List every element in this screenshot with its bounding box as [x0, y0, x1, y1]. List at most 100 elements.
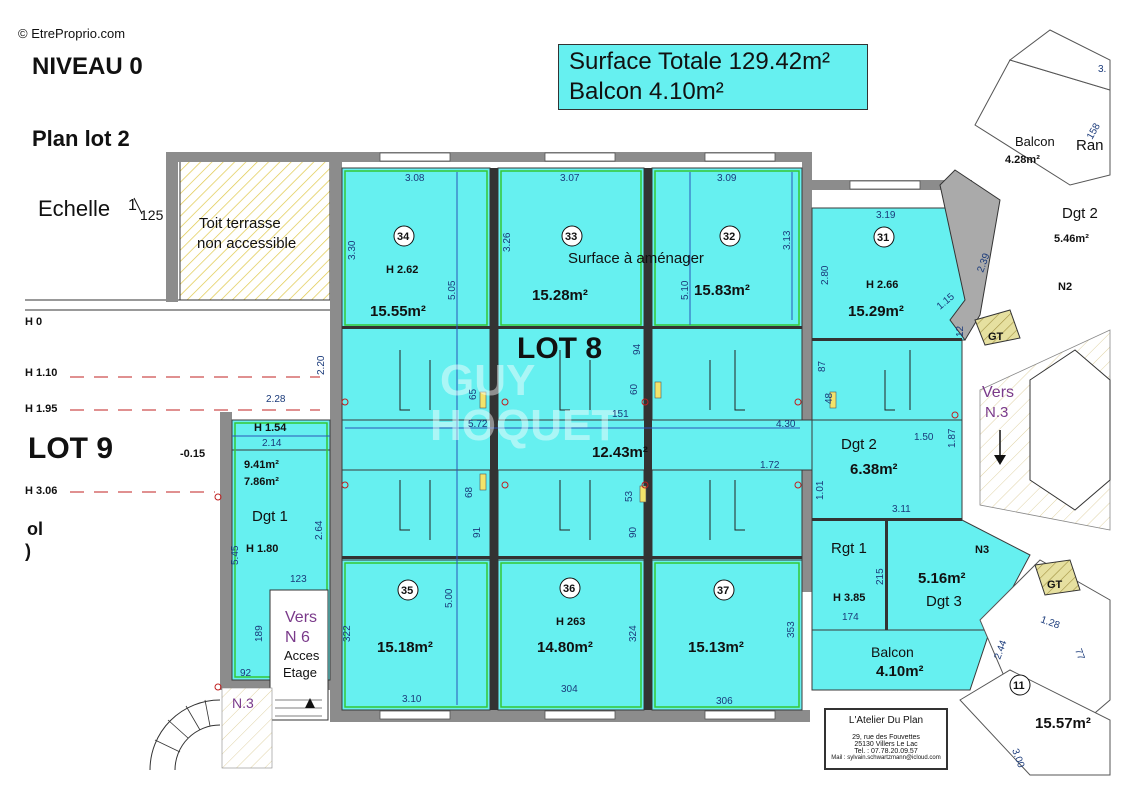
rooms [231, 167, 1031, 711]
room-31-height: H 2.66 [866, 279, 898, 291]
lot-8-label: LOT 8 [517, 332, 602, 365]
stamp-company: L'Atelier Du Plan [848, 715, 924, 726]
stairs-left-vers: Vers [285, 609, 317, 626]
svg-text:3.19: 3.19 [876, 210, 896, 221]
svg-text:2.64: 2.64 [314, 520, 325, 540]
stairs-left-etage: Etage [283, 665, 317, 680]
left-area1: 9.41m² [244, 459, 279, 471]
svg-text:324: 324 [628, 625, 639, 642]
terrace-line2: non accessible [197, 235, 296, 252]
svg-text:1.01: 1.01 [815, 480, 826, 500]
svg-text:92: 92 [240, 668, 252, 679]
terrace-line1: Toit terrasse [199, 215, 281, 232]
image-watermark: © EtreProprio.com [18, 26, 125, 41]
left-h195: H 1.95 [25, 403, 57, 415]
svg-text:3.26: 3.26 [502, 232, 513, 252]
room-33 [497, 167, 645, 329]
svg-text:3.13: 3.13 [782, 230, 793, 250]
svg-text:2.20: 2.20 [316, 355, 327, 375]
right-gt2: GT [1047, 579, 1063, 591]
svg-text:3.07: 3.07 [560, 173, 580, 184]
total-surface: Surface Totale 129.42m² [569, 48, 831, 75]
right-gt1: GT [988, 331, 1004, 343]
right-balcon: Balcon [1015, 134, 1055, 149]
svg-text:3.10: 3.10 [402, 694, 422, 705]
balcony-bottom [811, 629, 991, 691]
stamp-mail: Mail : sylvain.schwartzmann@icloud.com [831, 755, 941, 761]
left-h110: H 1.10 [25, 367, 57, 379]
right-balcon-area: 4.28m² [1005, 154, 1040, 166]
room-34-area: 15.55m² [370, 303, 426, 320]
architect-stamp: L'Atelier Du Plan 29, rue des Fouvettes … [824, 708, 948, 770]
right-n2: N2 [1058, 281, 1072, 293]
svg-text:151: 151 [612, 409, 629, 420]
corridor-area: 12.43m² [592, 444, 648, 461]
svg-text:90: 90 [628, 526, 639, 538]
svg-text:3.: 3. [1098, 64, 1106, 75]
right-n3: N3 [975, 544, 989, 556]
stamp-tel: Tel. : 07.78.20.09.57 [854, 748, 918, 755]
rgt-1 [811, 519, 888, 631]
red-level-lines [70, 376, 320, 493]
stairs-left-level: N 6 [285, 629, 310, 646]
dgt3-area: 5.16m² [918, 570, 966, 587]
svg-text:3.30: 3.30 [347, 240, 358, 260]
room-11-number: 11 [1013, 680, 1025, 692]
svg-text:12: 12 [955, 325, 966, 337]
left-h0: H 0 [25, 316, 42, 328]
svg-text:174: 174 [842, 612, 859, 623]
watermark-guy: GUY [440, 356, 535, 405]
left-ol: ol [27, 519, 43, 539]
rgt1-height: H 3.85 [833, 592, 865, 604]
svg-text:215: 215 [875, 568, 886, 585]
stairs-right-vers: Vers [982, 384, 1014, 401]
svg-text:5.05: 5.05 [447, 280, 458, 300]
stamp-city: 25130 Villers Le Lac [854, 741, 918, 748]
room-34-height: H 2.62 [386, 264, 418, 276]
room-32-area: 15.83m² [694, 282, 750, 299]
svg-text:60: 60 [629, 383, 640, 395]
room-37-area: 15.13m² [688, 639, 744, 656]
svg-text:48: 48 [824, 392, 835, 404]
room-33-number: 33 [565, 231, 577, 243]
stairs-left-acces: Acces [284, 648, 320, 663]
svg-text:2.28: 2.28 [266, 394, 286, 405]
scale-numerator: 1 [128, 197, 137, 214]
dimension-lines [232, 172, 800, 705]
scale-label: Echelle [38, 196, 110, 221]
balcony-surface: Balcon 4.10m² [569, 78, 724, 105]
svg-text:53: 53 [624, 490, 635, 502]
svg-text:68: 68 [464, 486, 475, 498]
svg-text:353: 353 [786, 621, 797, 638]
room-34 [341, 167, 491, 329]
svg-text:5.00: 5.00 [444, 588, 455, 608]
dgt2-name: Dgt 2 [841, 436, 877, 453]
dgt2-area: 6.38m² [850, 461, 898, 478]
svg-text:1.72: 1.72 [760, 460, 780, 471]
room-35-number: 35 [401, 585, 413, 597]
room-34-number: 34 [397, 231, 410, 243]
svg-text:3.09: 3.09 [717, 173, 737, 184]
right-ran: Ran [1076, 137, 1104, 154]
watermark-hoquet: HOQUET [430, 401, 618, 450]
lot-9-label: LOT 9 [28, 432, 113, 465]
left-minus: -0.15 [180, 448, 205, 460]
svg-text:91: 91 [472, 526, 483, 538]
svg-text:306: 306 [716, 696, 733, 707]
scale-denominator: 125 [140, 207, 164, 223]
surface-summary-box: Surface Totale 129.42m² Balcon 4.10m² [558, 44, 868, 110]
svg-text:1.87: 1.87 [947, 428, 958, 448]
dgt3-name: Dgt 3 [926, 593, 962, 610]
svg-text:87: 87 [817, 360, 828, 372]
rgt1-name: Rgt 1 [831, 540, 867, 557]
room-32-number: 32 [723, 231, 735, 243]
room-36-height: H 263 [556, 616, 585, 628]
stamp-street: 29, rue des Fouvettes [852, 734, 920, 741]
svg-text:3.11: 3.11 [892, 504, 911, 515]
svg-text:4.30: 4.30 [776, 419, 796, 430]
svg-text:3.08: 3.08 [405, 173, 425, 184]
balcony-bottom-area: 4.10m² [876, 663, 924, 680]
svg-text:2.80: 2.80 [820, 265, 831, 285]
svg-text:304: 304 [561, 684, 578, 695]
level-heading: NIVEAU 0 [32, 53, 143, 80]
